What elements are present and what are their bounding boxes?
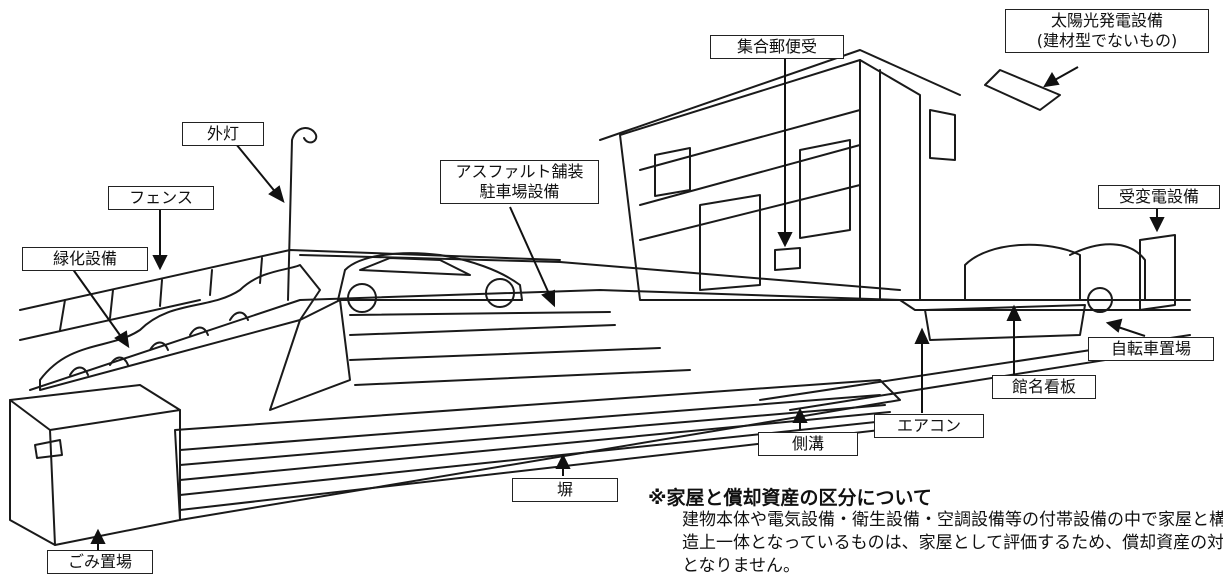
mailbox bbox=[774, 247, 801, 271]
block-wall bbox=[174, 379, 901, 521]
label-substation: 受変電設備 bbox=[1098, 185, 1220, 209]
parking-lines bbox=[349, 311, 691, 386]
label-fence: フェンス bbox=[108, 186, 214, 210]
bike-shed bbox=[964, 243, 1146, 313]
note-body: 建物本体や電気設備・衛生設備・空調設備等の付帯設備の中で家屋と構造上一体となって… bbox=[682, 510, 1223, 576]
label-solar: 太陽光発電設備 (建材型でないもの) bbox=[1005, 9, 1209, 53]
outdoor-light bbox=[287, 127, 318, 301]
building bbox=[599, 49, 1191, 311]
car bbox=[337, 252, 523, 313]
solar-panel bbox=[984, 69, 1061, 111]
label-bike-parking: 自転車置場 bbox=[1088, 337, 1214, 361]
label-outdoor-light: 外灯 bbox=[182, 122, 264, 146]
label-aircon: エアコン bbox=[874, 414, 984, 438]
label-wall: 塀 bbox=[512, 478, 618, 502]
greening-illustration bbox=[39, 264, 321, 391]
label-gutter: 側溝 bbox=[758, 432, 858, 456]
label-garbage: ごみ置場 bbox=[47, 550, 153, 574]
substation-box bbox=[1139, 234, 1176, 311]
garbage-station bbox=[9, 384, 181, 546]
note-title: ※家屋と償却資産の区分について bbox=[648, 487, 932, 509]
signboard-base bbox=[924, 304, 1086, 341]
label-mailbox: 集合郵便受 bbox=[710, 35, 844, 59]
planter bbox=[269, 299, 351, 411]
label-parking: アスファルト舗装 駐車場設備 bbox=[440, 160, 599, 204]
label-signboard: 館名看板 bbox=[992, 375, 1096, 399]
label-greening: 緑化設備 bbox=[22, 247, 148, 271]
